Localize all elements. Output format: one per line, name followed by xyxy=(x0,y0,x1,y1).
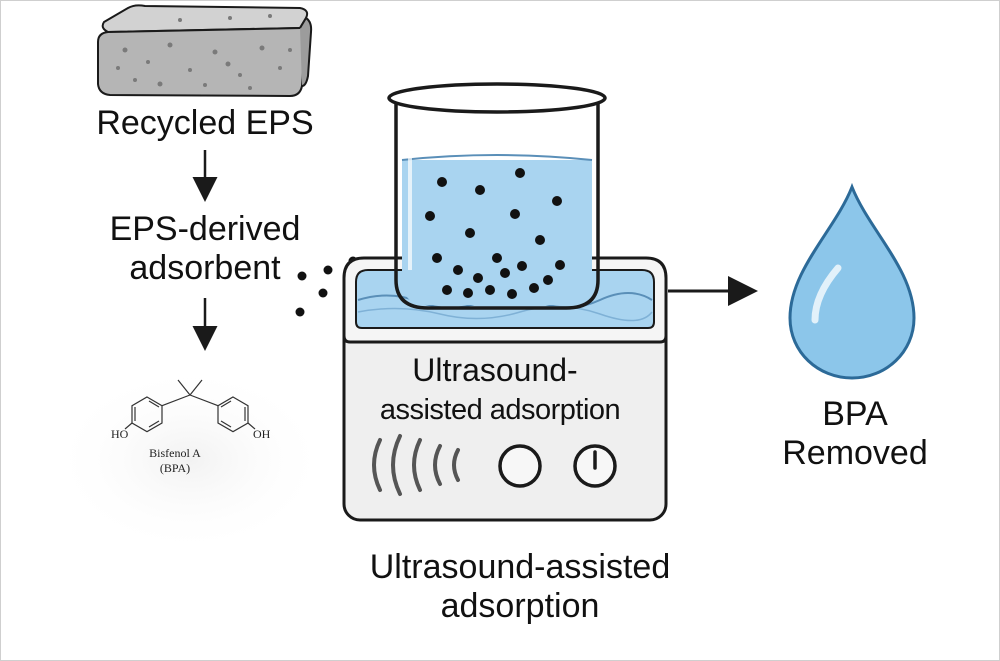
bpa-name-label: Bisfenol A (BPA) xyxy=(149,446,201,475)
water-drop-icon xyxy=(788,182,916,380)
control-knob-icon xyxy=(498,444,542,488)
device-label-line1: Ultrasound- xyxy=(412,352,578,388)
bpa-removed-label: BPA Removed xyxy=(782,395,928,473)
hydroxyl-left-label: HO xyxy=(111,427,129,441)
eps-foam-block-icon xyxy=(97,4,313,98)
ultrasound-waves-icon xyxy=(372,434,460,496)
bisphenol-a-structure-icon xyxy=(124,379,256,433)
power-knob-icon xyxy=(573,444,617,488)
process-caption: Ultrasound-assisted adsorption xyxy=(369,548,671,626)
device-label-line2: assisted adsorption xyxy=(379,394,621,426)
hydroxyl-right-label: OH xyxy=(253,427,271,441)
recycled-eps-label: Recycled EPS xyxy=(96,104,314,142)
eps-derived-adsorbent-label: EPS-derived adsorbent xyxy=(109,210,301,288)
beaker-icon xyxy=(387,82,607,310)
